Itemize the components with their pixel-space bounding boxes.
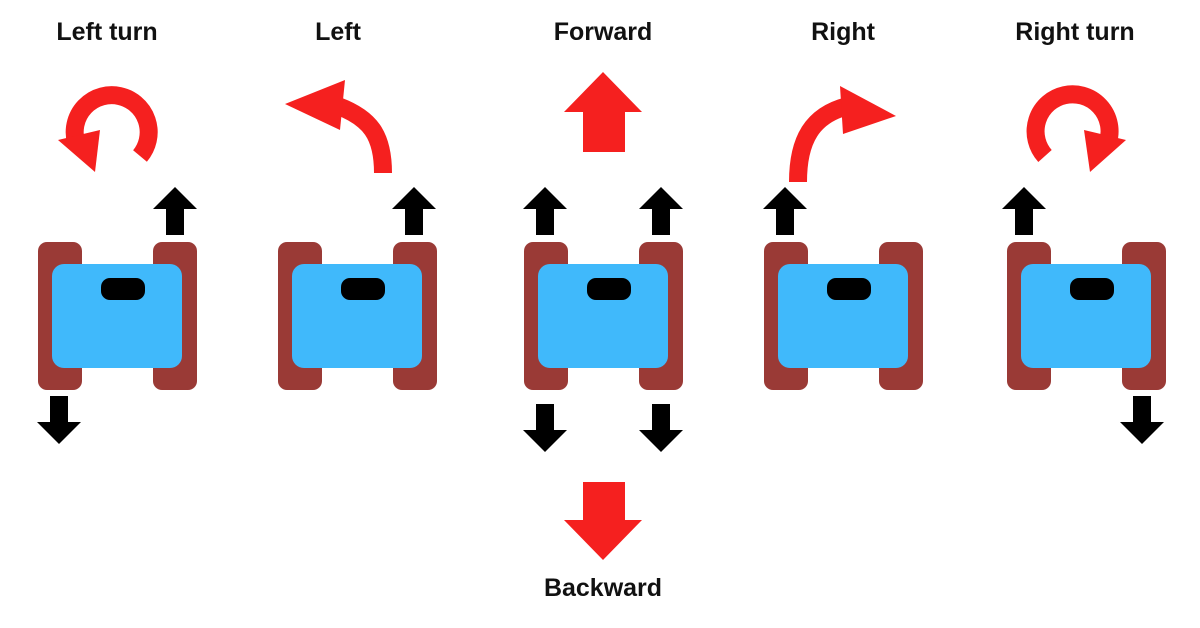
forward-red-arrow-icon — [564, 72, 642, 152]
label-forward: Forward — [553, 18, 653, 46]
forward-right-track-arrow-up — [639, 187, 683, 235]
label-left: Left — [315, 18, 361, 46]
forward-left-track-arrow-up — [523, 187, 567, 235]
left-turn-right-track-arrow-up — [153, 187, 197, 235]
robot-forward — [524, 242, 683, 390]
right-left-track-arrow-up — [763, 187, 807, 235]
robot-left — [278, 242, 437, 390]
label-right: Right — [811, 18, 875, 46]
backward-red-arrow-icon — [564, 482, 642, 560]
robot-right — [764, 242, 923, 390]
backward-left-track-arrow-down — [523, 404, 567, 452]
right-turn-rotate-cw-icon — [1026, 85, 1126, 172]
left-right-track-arrow-up — [392, 187, 436, 235]
left-turn-rotate-ccw-icon — [58, 86, 158, 172]
label-backward: Backward — [543, 574, 663, 602]
left-turn-left-track-arrow-down — [37, 396, 81, 444]
backward-right-track-arrow-down — [639, 404, 683, 452]
left-curve-arrow-icon — [285, 80, 392, 174]
right-turn-left-track-arrow-up — [1002, 187, 1046, 235]
right-turn-right-track-arrow-down — [1120, 396, 1164, 444]
right-curve-arrow-icon — [789, 86, 896, 183]
label-left-turn: Left turn — [56, 18, 158, 46]
robot-right-turn — [1007, 242, 1166, 390]
robot-left-turn — [38, 242, 197, 390]
label-right-turn: Right turn — [1015, 18, 1135, 46]
